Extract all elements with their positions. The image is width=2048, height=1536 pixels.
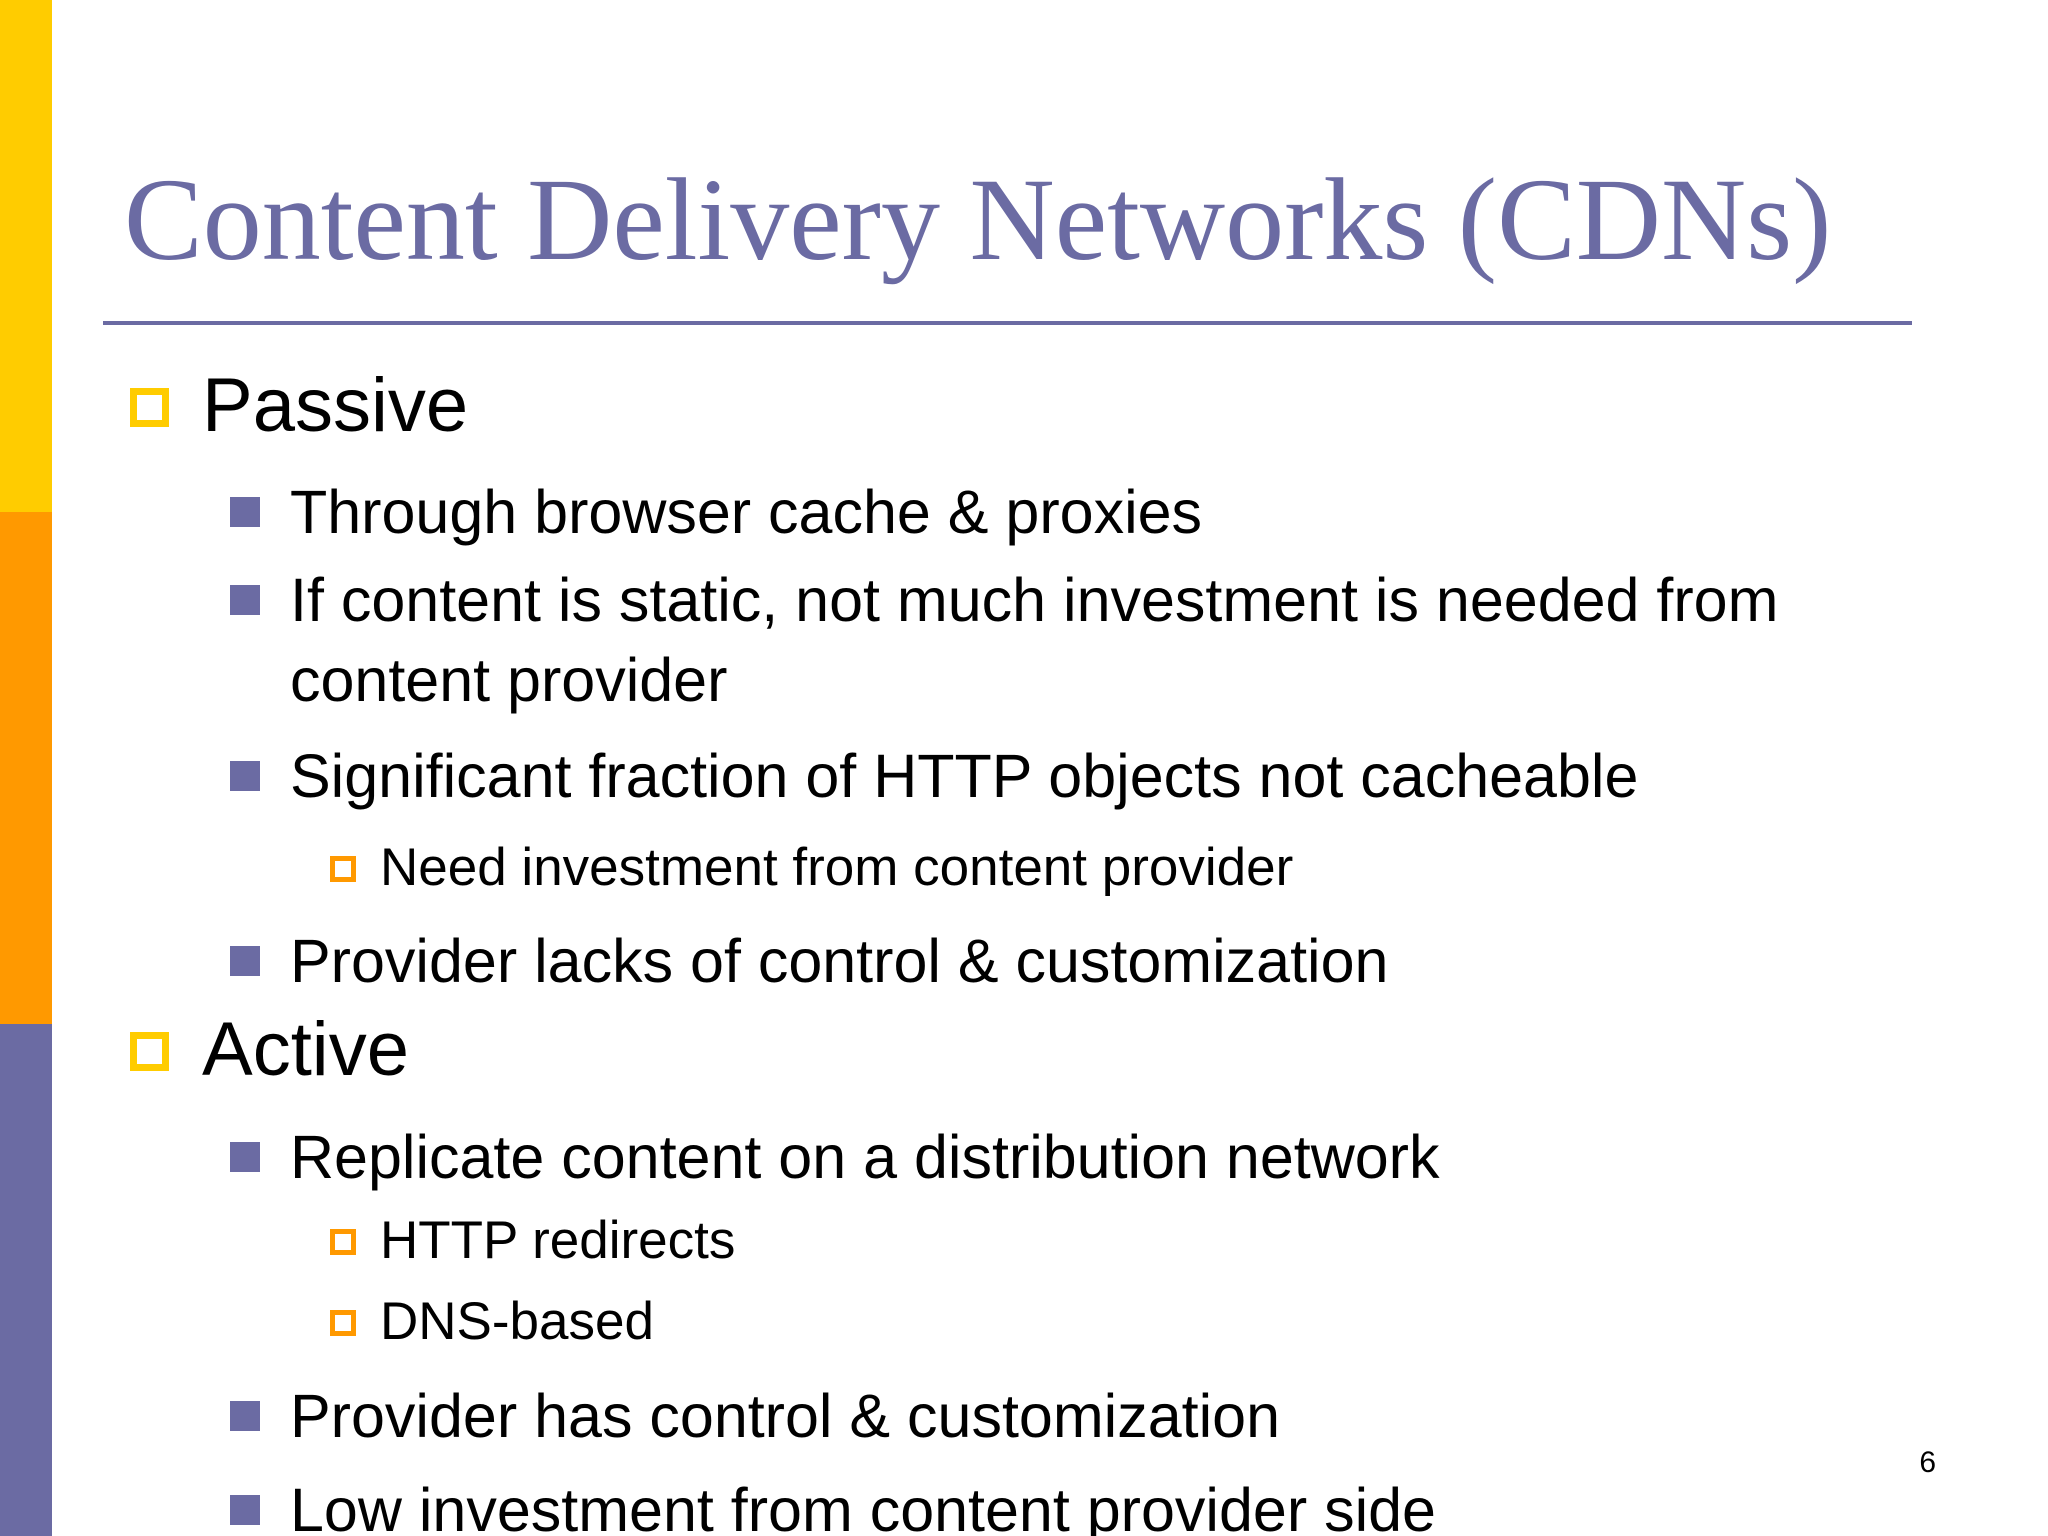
bullet-text: Low investment from content provider sid… bbox=[290, 1476, 1436, 1536]
filled-square-icon bbox=[230, 1401, 260, 1431]
page-number: 6 bbox=[1919, 1446, 1936, 1479]
hollow-square-icon bbox=[130, 388, 169, 427]
title-divider bbox=[103, 321, 1912, 325]
hollow-square-icon bbox=[130, 1032, 169, 1071]
slide-title: Content Delivery Networks (CDNs) bbox=[124, 154, 1832, 285]
bullet-text: Provider has control & customization bbox=[290, 1382, 1280, 1450]
filled-square-icon bbox=[230, 1142, 260, 1172]
side-bar-purple bbox=[0, 1024, 52, 1536]
side-bar-orange bbox=[0, 512, 52, 1024]
bullet-text: Through browser cache & proxies bbox=[290, 478, 1203, 546]
bullet-text: Provider lacks of control & customizatio… bbox=[290, 927, 1389, 995]
bullet-text: If content is static, not much investmen… bbox=[290, 566, 1779, 634]
hollow-square-icon bbox=[330, 1310, 356, 1336]
hollow-square-icon bbox=[330, 856, 356, 882]
bullet-text: DNS-based bbox=[380, 1292, 654, 1351]
hollow-square-icon bbox=[330, 1229, 356, 1255]
bullet-text: Passive bbox=[202, 363, 469, 448]
bullet-text: Replicate content on a distribution netw… bbox=[290, 1123, 1440, 1191]
filled-square-icon bbox=[230, 497, 260, 527]
bullet-text: Need investment from content provider bbox=[380, 838, 1294, 897]
bullet-text: Active bbox=[202, 1007, 409, 1092]
filled-square-icon bbox=[230, 761, 260, 791]
side-bar-yellow bbox=[0, 0, 52, 512]
bullet-text-continuation: content provider bbox=[290, 646, 728, 714]
bullet-text: Significant fraction of HTTP objects not… bbox=[290, 742, 1639, 810]
bullet-text: HTTP redirects bbox=[380, 1211, 736, 1270]
filled-square-icon bbox=[230, 585, 260, 615]
filled-square-icon bbox=[230, 946, 260, 976]
filled-square-icon bbox=[230, 1495, 260, 1525]
